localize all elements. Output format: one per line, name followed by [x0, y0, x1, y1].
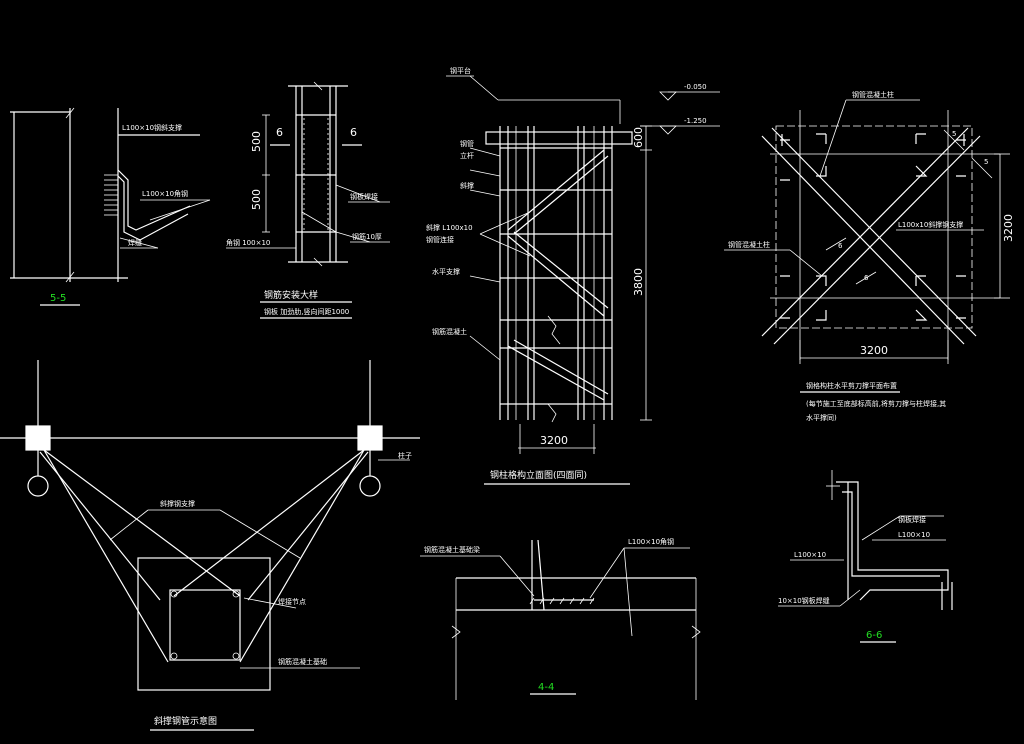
mark-5b: 5: [984, 158, 988, 166]
caption: 钢格构柱水平剪刀撑平面布置: [806, 381, 897, 390]
label-left: L100×10: [794, 551, 826, 559]
label-right-2: 钢筋10厚: [352, 232, 382, 241]
angle-label: L100x10斜撑钢支撑: [898, 220, 963, 229]
dim-height: 3200: [1002, 214, 1015, 242]
caption: 斜撑钢管示意图: [154, 715, 217, 727]
brace-diagram: 柱子 斜撑钢支撑 焊接节点 钢筋混凝土基础 斜撑钢管示意图: [0, 360, 420, 731]
base-label: 钢筋混凝土基础: [278, 657, 327, 666]
dim-top: 600: [632, 127, 645, 148]
brace-label: 斜撑钢支撑: [160, 499, 195, 508]
dim-width: 3200: [860, 344, 888, 357]
left-label-6: 水平支撑: [432, 267, 460, 276]
mark-5a: 5: [952, 130, 956, 138]
weld-hatch: [104, 174, 118, 216]
label-right: L100×10角钢: [628, 537, 674, 546]
left-label-1: 钢管: [460, 139, 474, 148]
dim-height: 3800: [632, 268, 645, 296]
weld-label: 焊缝: [128, 238, 142, 247]
label-bottom: 10×10钢板焊缝: [778, 596, 830, 605]
left-label-2: 立杆: [460, 151, 474, 160]
col-label: 柱子: [398, 451, 412, 460]
mark-6b: 6: [864, 274, 869, 282]
label-right-1: 钢板焊接: [350, 192, 378, 201]
section-4-4: 钢筋混凝土基础梁 L100×10角钢 4-4: [420, 537, 701, 700]
section-6-6: 钢板焊接 L100×10 L100×10 10×10钢板焊缝 6-6: [778, 470, 953, 643]
label-left: 钢筋混凝土基础梁: [424, 545, 480, 554]
angle-label: L100×10钢斜支撑: [122, 123, 182, 132]
label-left: 钢管混凝土柱: [728, 240, 770, 249]
caption: 钢柱格构立面图(四面同): [490, 469, 587, 481]
level-2: -1.250: [684, 117, 707, 125]
lattice-elevation: 钢平台 -0.050 -1.250: [426, 66, 720, 485]
caption: 钢筋安装大样: [264, 289, 318, 301]
dim-500-b: 500: [250, 189, 263, 210]
mark-6a: 6: [838, 242, 843, 250]
left-label-4: 斜撑 L100x10: [426, 223, 473, 232]
section-mark-left: 6: [276, 126, 283, 139]
label-left: 角钢 100×10: [226, 238, 270, 247]
section-label: 6-6: [866, 630, 882, 641]
dim-width: 3200: [540, 434, 568, 447]
dim-500-a: 500: [250, 131, 263, 152]
section-label: 4-4: [538, 682, 554, 693]
note-line-2: 水平撑同): [806, 413, 837, 422]
top-label: 钢平台: [450, 66, 471, 75]
angle-label-2: L100×10角钢: [142, 189, 188, 198]
section-5-5: L100×10钢斜支撑 L100×10角钢 焊缝 5-5: [10, 107, 211, 306]
weld-label: 焊接节点: [278, 597, 306, 606]
section-mark-right: 6: [350, 126, 357, 139]
label-angle: L100×10: [898, 531, 930, 539]
left-label-5: 钢管连接: [426, 235, 454, 244]
level-1: -0.050: [684, 83, 707, 91]
note-line-1: (每节施工至底部标高前,将剪刀撑与柱焊接,其: [806, 399, 946, 408]
subcaption: 钢板 加劲肋,竖向间距1000: [264, 307, 349, 316]
weld-hatch: [529, 597, 595, 605]
bracing-plan: 5 5 6 6 钢管混凝土柱 钢管混凝土柱 L100x10斜撑钢支撑 3200 …: [724, 90, 1015, 422]
label-top: 钢板焊接: [898, 515, 926, 524]
left-label-3: 斜撑: [460, 181, 474, 190]
detail-reinforcement: 500 500 6 6 钢板焊接 钢筋10厚 角钢 100×10 钢筋安装大样 …: [226, 81, 390, 319]
label-top: 钢管混凝土柱: [852, 90, 894, 99]
left-label-7: 钢筋混凝土: [432, 327, 467, 336]
section-label: 5-5: [50, 293, 66, 304]
